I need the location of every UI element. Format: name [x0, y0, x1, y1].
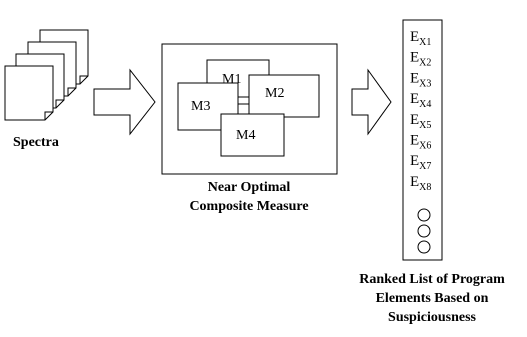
- composite-caption-line1: Near Optimal: [208, 180, 291, 195]
- ranked-element: EX3: [410, 70, 431, 89]
- ranked-element: EX6: [410, 133, 431, 152]
- ranked-caption-line2: Elements Based on: [376, 291, 489, 306]
- ellipsis-circle-icon: [417, 224, 431, 238]
- ranked-element-subscript: X8: [419, 182, 431, 193]
- ranked-element-subscript: X5: [419, 120, 431, 131]
- ranked-element-subscript: X1: [419, 37, 431, 48]
- ranked-element-base: E: [410, 133, 419, 149]
- ranked-element-base: E: [410, 91, 419, 107]
- ranked-element-subscript: X4: [419, 99, 431, 110]
- measure-m3-label: M3: [191, 99, 210, 114]
- spectra-stack: [4, 29, 89, 121]
- ranked-element: EX5: [410, 112, 431, 131]
- measure-m2-box: [248, 74, 320, 118]
- measure-m4-box: [220, 113, 285, 157]
- ranked-element-subscript: X6: [419, 141, 431, 152]
- ranked-ellipsis: [417, 208, 431, 254]
- ranked-caption-line1: Ranked List of Program: [359, 272, 505, 287]
- measure-m2-label: M2: [265, 86, 284, 101]
- ranked-element-base: E: [410, 153, 419, 169]
- ranked-element: EX7: [410, 153, 431, 172]
- ranked-element-base: E: [410, 50, 419, 66]
- ranked-element-base: E: [410, 112, 419, 128]
- ranked-element: EX2: [410, 50, 431, 69]
- ranked-element-base: E: [410, 29, 419, 45]
- composite-caption-line2: Composite Measure: [189, 199, 308, 214]
- arrow-right-icon: [351, 68, 392, 136]
- ellipsis-circle-icon: [417, 208, 431, 222]
- measure-m4-label: M4: [236, 128, 255, 143]
- spectra-label: Spectra: [13, 135, 59, 150]
- ranked-element: EX4: [410, 91, 431, 110]
- ranked-caption-line3: Suspiciousness: [388, 310, 476, 325]
- ranked-element-subscript: X3: [419, 78, 431, 89]
- spectra-document-icon: [4, 65, 54, 121]
- ranked-element: EX1: [410, 29, 431, 48]
- ellipsis-circle-icon: [417, 240, 431, 254]
- arrow-right-icon: [93, 68, 156, 136]
- ranked-element-base: E: [410, 174, 419, 190]
- ranked-element: EX8: [410, 174, 431, 193]
- ranked-element-subscript: X7: [419, 161, 431, 172]
- ranked-element-subscript: X2: [419, 58, 431, 69]
- ranked-element-base: E: [410, 70, 419, 86]
